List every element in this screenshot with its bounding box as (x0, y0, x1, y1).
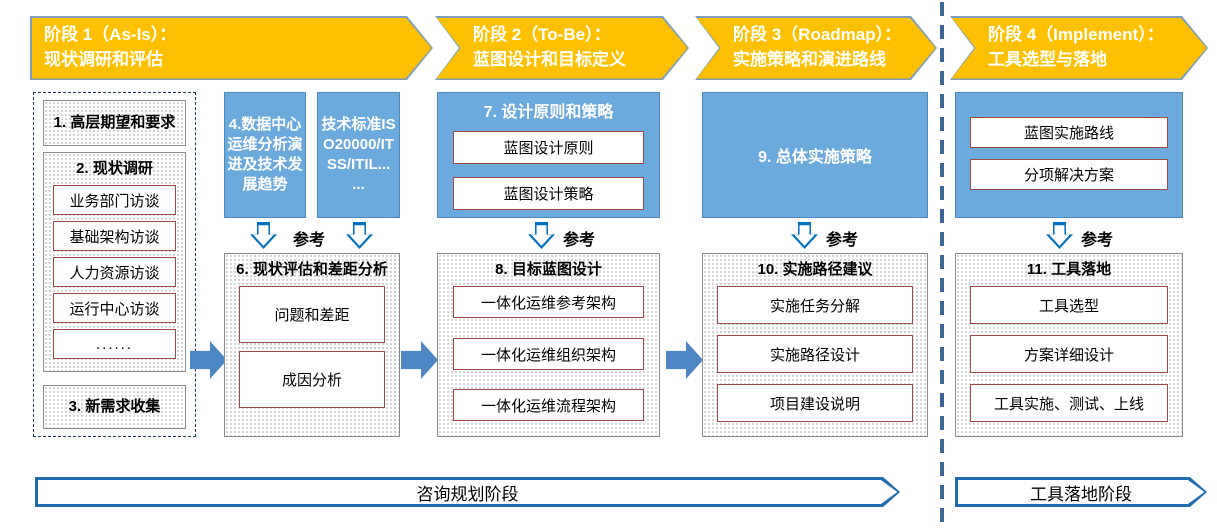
phase-4-line2: 工具选型与落地 (988, 50, 1107, 69)
design-principles-box: 7. 设计原则和策略 蓝图设计原则 蓝图设计策略 (437, 92, 660, 218)
phase-3-line1: 阶段 3（Roadmap）： (733, 25, 902, 45)
phase-1-line2: 现状调研和评估 (44, 50, 163, 69)
tool-landing-title: 11. 工具落地 (1026, 261, 1112, 278)
survey-item: 基础架构访谈 (53, 221, 176, 252)
phase-2-line1: 阶段 2（To-Be）： (473, 25, 611, 45)
phase-4-banner-label: 阶段 4（Implement）： 工具选型与落地 (950, 16, 1208, 80)
dc-trend-box: 4.数据中心运维分析演进及技术发展趋势 (224, 92, 306, 218)
implementation-path-item: 实施路径设计 (717, 335, 913, 374)
target-blueprint-item: 一体化运维组织架构 (453, 338, 644, 371)
dc-trend-label: 4.数据中心运维分析演进及技术发展趋势 (227, 115, 303, 194)
blueprint-route-item: 分项解决方案 (970, 159, 1168, 190)
survey-item-more: ...... (53, 329, 176, 360)
reference-label: 参考 (293, 232, 326, 249)
expectations-label: 1. 高层期望和要求 (53, 113, 176, 131)
tech-standard-box: 技术标准ISO20000/ITSS/ITIL... ... (317, 92, 400, 218)
gap-analysis-item: 成因分析 (239, 351, 385, 409)
reference-label: 参考 (826, 232, 859, 249)
phase-3-banner-fill (697, 18, 936, 79)
reference-down-arrow-icon (1046, 222, 1073, 249)
design-principles-item: 蓝图设计策略 (453, 177, 644, 210)
reference-down-arrow-icon (528, 222, 555, 249)
phase-4-line1: 阶段 4（Implement）： (988, 25, 1164, 45)
survey-item: 运行中心访谈 (53, 293, 176, 324)
phase-2-banner-label: 阶段 2（To-Be）： 蓝图设计和目标定义 (435, 16, 689, 80)
design-principles-item: 蓝图设计原则 (453, 131, 644, 164)
phase-4-banner-fill (952, 18, 1207, 79)
implementation-path-title: 10. 实施路径建议 (757, 261, 873, 278)
phase-1-banner-label: 阶段 1（As-Is）： 现状调研和评估 (30, 16, 433, 80)
target-blueprint-box: 8. 目标蓝图设计 一体化运维参考架构 一体化运维组织架构 一体化运维流程架构 (437, 253, 660, 437)
phase-1-line1: 阶段 1（As-Is）： (44, 25, 177, 45)
tool-landing-item: 方案详细设计 (970, 335, 1168, 374)
gap-analysis-item: 问题和差距 (239, 286, 385, 344)
expectations-box: 1. 高层期望和要求 (43, 100, 186, 146)
phase-1-banner-fill (32, 18, 432, 79)
blueprint-route-box: 蓝图实施路线 分项解决方案 (955, 92, 1183, 218)
reference-down-arrow-icon (250, 222, 277, 249)
phase-2-line2: 蓝图设计和目标定义 (473, 50, 626, 69)
consulting-stage-arrow-fill (38, 480, 898, 505)
gap-analysis-title: 6. 现状评估和差距分析 (236, 261, 388, 278)
as-is-survey-container: 1. 高层期望和要求 2. 现状调研 业务部门访谈 基础架构访谈 人力资源访谈 … (33, 92, 196, 437)
tool-stage-arrow-fill (958, 480, 1205, 505)
tool-landing-box: 11. 工具落地 工具选型 方案详细设计 工具实施、测试、上线 (955, 253, 1183, 437)
flow-arrow-right-icon (401, 341, 438, 379)
tool-landing-item: 工具选型 (970, 286, 1168, 325)
consulting-stage-label: 咨询规划阶段 (416, 484, 519, 504)
gap-analysis-box: 6. 现状评估和差距分析 问题和差距 成因分析 (224, 253, 400, 437)
target-blueprint-title: 8. 目标蓝图设计 (495, 261, 602, 278)
reference-down-arrow-icon (346, 222, 373, 249)
target-blueprint-item: 一体化运维流程架构 (453, 389, 644, 422)
phase-divider-line (940, 2, 944, 528)
target-blueprint-item: 一体化运维参考架构 (453, 286, 644, 319)
survey-item: 人力资源访谈 (53, 257, 176, 288)
current-survey-title: 2. 现状调研 (76, 160, 153, 177)
current-survey-box: 2. 现状调研 业务部门访谈 基础架构访谈 人力资源访谈 运行中心访谈 ....… (43, 152, 186, 372)
blueprint-route-item: 蓝图实施路线 (970, 117, 1168, 148)
overall-strategy-box: 9. 总体实施策略 (702, 92, 928, 218)
design-principles-title: 7. 设计原则和策略 (483, 104, 614, 121)
phase-3-banner: 阶段 3（Roadmap）： 实施策略和演进路线 (695, 16, 937, 80)
reference-label: 参考 (563, 232, 596, 249)
phase-4-banner: 阶段 4（Implement）： 工具选型与落地 (950, 16, 1208, 80)
survey-item: 业务部门访谈 (53, 185, 176, 216)
reference-down-arrow-icon (791, 222, 818, 249)
new-requirements-box: 3. 新需求收集 (43, 385, 186, 429)
reference-label: 参考 (1081, 232, 1114, 249)
phase-3-banner-label: 阶段 3（Roadmap）： 实施策略和演进路线 (695, 16, 937, 80)
implementation-path-box: 10. 实施路径建议 实施任务分解 实施路径设计 项目建设说明 (702, 253, 928, 437)
consulting-stage-arrow: 咨询规划阶段 (35, 477, 900, 507)
phase-1-banner: 阶段 1（As-Is）： 现状调研和评估 (30, 16, 433, 80)
phase-3-line2: 实施策略和演进路线 (733, 50, 886, 69)
implementation-path-item: 实施任务分解 (717, 286, 913, 325)
tech-standard-label: 技术标准ISO20000/ITSS/ITIL... ... (321, 115, 396, 194)
phase-2-banner-fill (437, 18, 688, 79)
phase-2-banner: 阶段 2（To-Be）： 蓝图设计和目标定义 (435, 16, 689, 80)
tool-landing-item: 工具实施、测试、上线 (970, 384, 1168, 423)
tool-stage-label: 工具落地阶段 (1030, 484, 1132, 504)
tool-stage-arrow: 工具落地阶段 (955, 477, 1207, 507)
new-requirements-label: 3. 新需求收集 (68, 397, 161, 415)
implementation-path-item: 项目建设说明 (717, 384, 913, 423)
flow-arrow-right-icon (666, 341, 703, 379)
overall-strategy-label: 9. 总体实施策略 (758, 149, 872, 166)
